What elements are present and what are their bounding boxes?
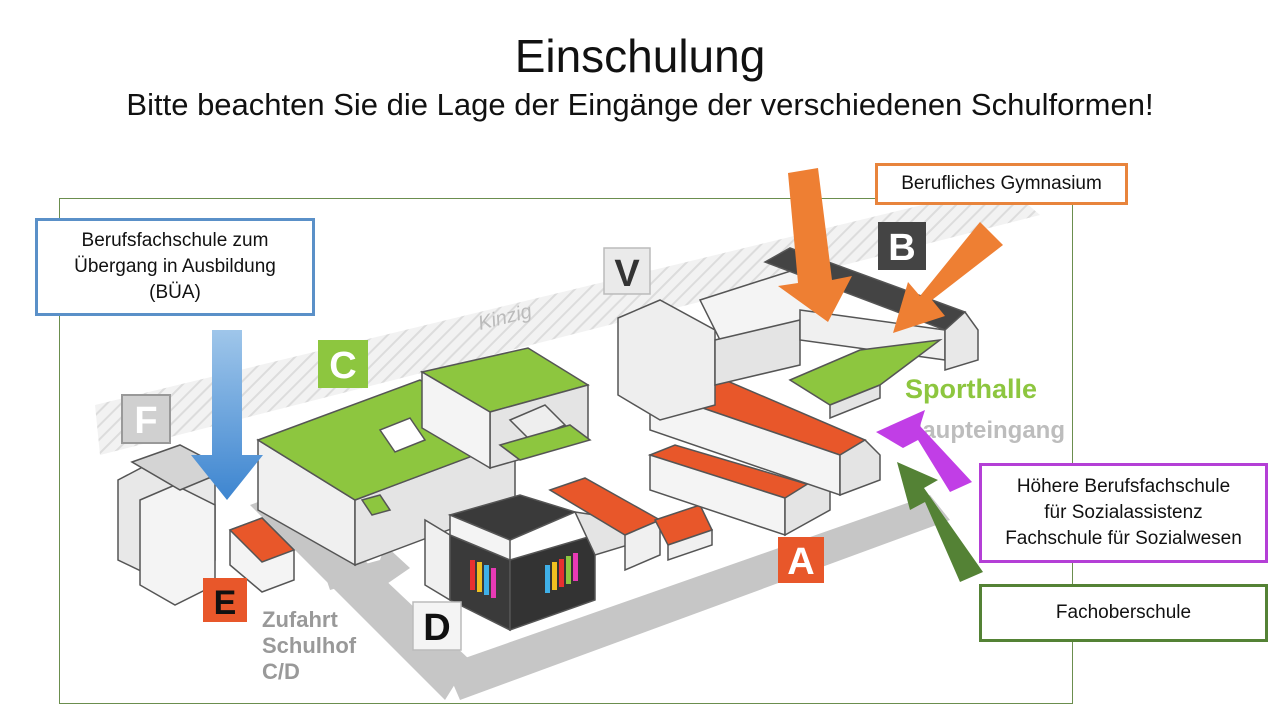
callout-gymnasium-text: Berufliches Gymnasium <box>901 173 1102 194</box>
callout-fachoberschule-text: Fachoberschule <box>1055 602 1192 623</box>
label-a: A <box>787 541 814 583</box>
label-b: B <box>888 227 915 269</box>
building-f <box>117 444 230 606</box>
callout-fachoberschule: Fachoberschule <box>979 584 1268 642</box>
label-e-badge: E <box>203 578 247 622</box>
sporthalle-building <box>788 338 943 420</box>
callout-hoehere-bfs-text: Höhere Berufsfachschule für Sozialassist… <box>1005 476 1242 549</box>
arrow-hoehere-bfs <box>876 410 972 492</box>
label-e: E <box>214 584 237 622</box>
access-label: Zufahrt Schulhof C/D <box>262 607 357 684</box>
book-stripes <box>470 553 578 598</box>
arrow-gymnasium-2 <box>893 222 1003 333</box>
label-c-badge: C <box>318 340 368 388</box>
page-subtitle: Bitte beachten Sie die Lage der Eingänge… <box>126 87 1154 122</box>
map-frame <box>59 198 1073 704</box>
label-v-badge: V <box>603 247 651 295</box>
building-c <box>256 347 592 567</box>
callout-bua-text: Berufsfachschule zum Übergang in Ausbild… <box>74 230 276 303</box>
label-b-badge: B <box>878 222 926 270</box>
access-line-2: Schulhof <box>262 633 357 658</box>
label-c: C <box>329 345 356 387</box>
arrow-bua <box>191 330 263 500</box>
arrow-fachoberschule <box>897 462 983 582</box>
callout-bua: Berufsfachschule zum Übergang in Ausbild… <box>35 218 315 316</box>
label-f: F <box>134 400 157 442</box>
building-d <box>424 494 629 632</box>
label-a-badge: A <box>778 537 824 583</box>
callout-gymnasium: Berufliches Gymnasium <box>875 163 1128 205</box>
sporthalle-label: Sporthalle <box>905 374 1037 404</box>
building-e <box>228 517 296 593</box>
callout-hoehere-bfs: Höhere Berufsfachschule für Sozialassist… <box>979 463 1268 563</box>
label-d-badge: D <box>412 601 462 651</box>
label-v: V <box>614 253 640 295</box>
access-line-1: Zufahrt <box>262 607 338 632</box>
access-line-3: C/D <box>262 659 300 684</box>
arrow-gymnasium-1 <box>778 168 852 322</box>
page-title: Einschulung <box>514 30 766 82</box>
label-f-badge: F <box>121 394 171 444</box>
label-d: D <box>423 607 450 649</box>
